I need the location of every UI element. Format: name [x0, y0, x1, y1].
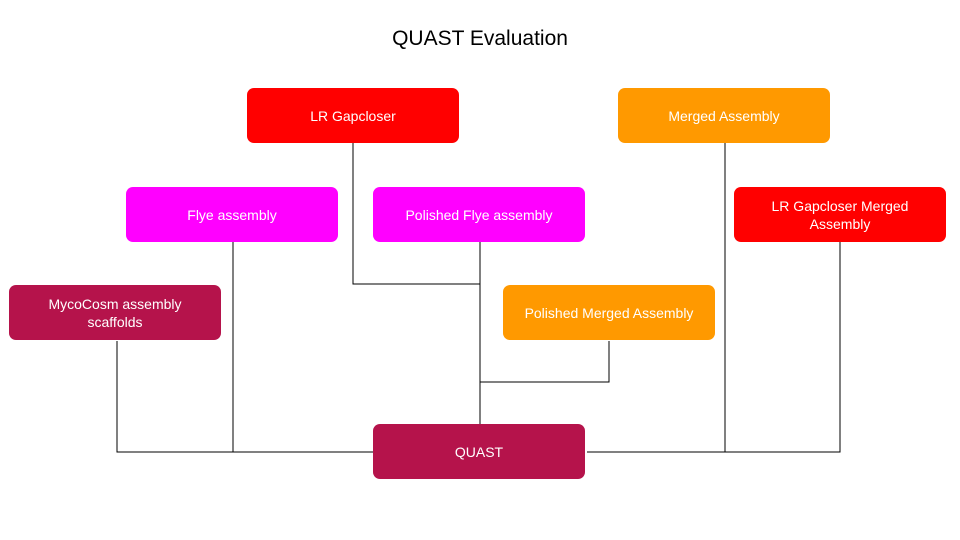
node-polished-merged-assembly[interactable]: Polished Merged Assembly — [503, 285, 715, 340]
node-lr-gapcloser-merged-assembly[interactable]: LR Gapcloser Merged Assembly — [734, 187, 946, 242]
node-mycocosm-assembly-scaffolds[interactable]: MycoCosm assembly scaffolds — [9, 285, 221, 340]
node-polished-flye-assembly[interactable]: Polished Flye assembly — [373, 187, 585, 242]
connector-mycocosm-to-quast — [116, 341, 373, 453]
connector-lr-gapcloser-to-quast — [352, 143, 481, 424]
node-lr-gapcloser[interactable]: LR Gapcloser — [247, 88, 459, 143]
node-merged-assembly[interactable]: Merged Assembly — [618, 88, 830, 143]
diagram-title: QUAST Evaluation — [392, 27, 568, 50]
node-quast[interactable]: QUAST — [373, 424, 585, 479]
connector-polished-merged-to-quast — [480, 341, 610, 383]
node-flye-assembly[interactable]: Flye assembly — [126, 187, 338, 242]
connector-lr-gapcloser-merged-to-quast — [587, 242, 841, 453]
